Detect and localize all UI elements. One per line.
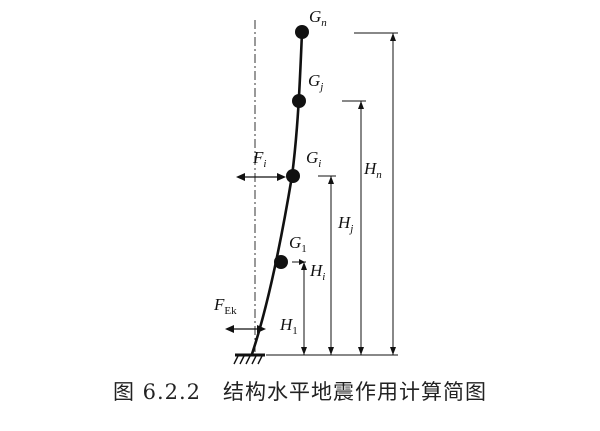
force-arrow-1 — [292, 259, 305, 265]
mass-label-n: Gn — [309, 7, 327, 29]
mass-node-j — [292, 94, 306, 108]
force-label-ek: FEk — [213, 295, 237, 317]
height-dimension-i — [318, 175, 336, 355]
mass-node-n — [295, 25, 309, 39]
force-label-i: Fi — [252, 148, 266, 170]
height-dimension-n — [354, 32, 398, 355]
mass-node-1 — [274, 255, 288, 269]
height-label-j: Hj — [337, 213, 353, 235]
mass-node-i — [286, 169, 300, 183]
figure-caption: 图 6.2.2 结构水平地震作用计算简图 — [0, 376, 600, 406]
height-dimension-j — [342, 100, 366, 355]
figure-title: 结构水平地震作用计算简图 — [223, 380, 488, 404]
force-arrow-i — [236, 173, 286, 181]
force-arrow-ek — [225, 325, 266, 333]
height-label-i: Hi — [309, 261, 325, 283]
deformed-column — [250, 31, 304, 355]
mass-label-j: Gj — [308, 71, 323, 93]
height-label-n: Hn — [363, 159, 382, 181]
figure-number: 图 6.2.2 — [112, 380, 202, 404]
mass-label-i: Gi — [306, 148, 321, 170]
mass-label-1: G1 — [289, 233, 307, 255]
height-dimension-1 — [296, 261, 307, 355]
height-label-1: H1 — [279, 315, 298, 337]
fixed-support — [233, 353, 265, 365]
